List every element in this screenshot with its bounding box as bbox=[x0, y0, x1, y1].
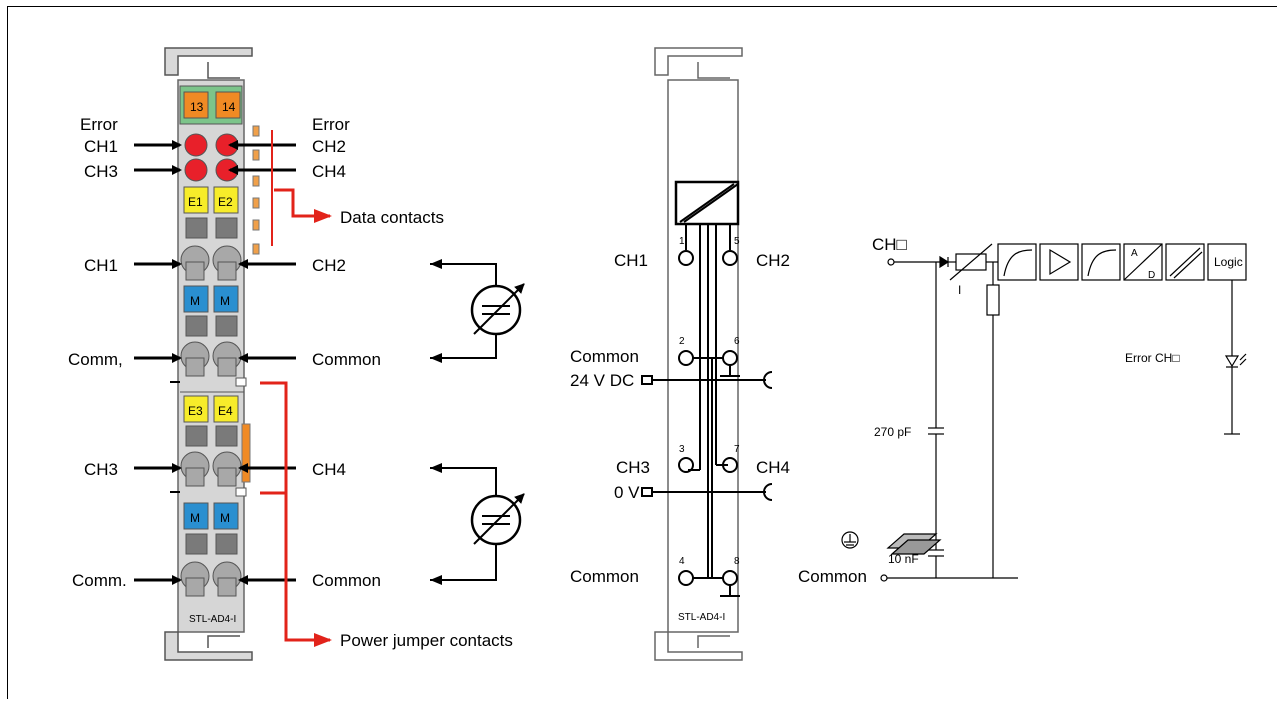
callout-lines bbox=[260, 130, 332, 647]
led-13: 13 bbox=[190, 100, 204, 114]
label-m1: M bbox=[190, 294, 200, 308]
circuit-current: I bbox=[958, 283, 961, 297]
label-m4: M bbox=[220, 511, 230, 525]
label-ch1: CH1 bbox=[84, 256, 118, 275]
sch-common-top: Common bbox=[570, 347, 639, 366]
pin-4: 4 bbox=[679, 556, 685, 567]
circuit-logic: Logic bbox=[1214, 255, 1243, 269]
current-source-2 bbox=[430, 463, 525, 585]
label-comm2: Comm. bbox=[72, 571, 127, 590]
label-error-ch2-a: Error bbox=[312, 115, 350, 134]
label-e4: E4 bbox=[218, 404, 233, 418]
pin-6: 6 bbox=[734, 336, 740, 347]
circuit-c1: 270 pF bbox=[874, 425, 911, 439]
label-m2: M bbox=[220, 294, 230, 308]
circuit-d: D bbox=[1148, 270, 1155, 281]
label-e1: E1 bbox=[188, 195, 203, 209]
label-ch2: CH2 bbox=[312, 256, 346, 275]
label-ch4: CH4 bbox=[312, 460, 346, 479]
circuit-input: CH□ bbox=[872, 235, 907, 254]
circuit-error: Error CH□ bbox=[1125, 351, 1180, 365]
terminal-module: 13 14 E1 E2 M M bbox=[164, 47, 260, 661]
circuit-c2: 10 nF bbox=[888, 552, 919, 566]
module-schematic bbox=[641, 47, 773, 661]
sch-common-bottom: Common bbox=[570, 567, 639, 586]
label-e2: E2 bbox=[218, 195, 233, 209]
label-common2: Common bbox=[312, 571, 381, 590]
module-name: STL-AD4-I bbox=[189, 614, 236, 625]
label-power-jumper: Power jumper contacts bbox=[340, 631, 513, 650]
pin-2: 2 bbox=[679, 336, 685, 347]
label-ch3: CH3 bbox=[84, 460, 118, 479]
diagram-frame bbox=[7, 6, 1277, 699]
label-error-ch1-b: CH1 bbox=[84, 137, 118, 156]
input-circuit bbox=[841, 243, 1247, 582]
label-ch3-led: CH3 bbox=[84, 162, 118, 181]
sch-ch2: CH2 bbox=[756, 251, 790, 270]
pin-8: 8 bbox=[734, 556, 740, 567]
terminal-arrows bbox=[134, 140, 296, 585]
sch-name: STL-AD4-I bbox=[678, 612, 725, 623]
label-e3: E3 bbox=[188, 404, 203, 418]
sch-ch3: CH3 bbox=[616, 458, 650, 477]
label-comm1: Comm, bbox=[68, 350, 123, 369]
circuit-a: A bbox=[1131, 248, 1138, 259]
label-data-contacts: Data contacts bbox=[340, 208, 444, 227]
pin-1: 1 bbox=[679, 236, 685, 247]
label-ch4-led: CH4 bbox=[312, 162, 346, 181]
current-source-1 bbox=[430, 259, 525, 363]
pin-7: 7 bbox=[734, 444, 740, 455]
sch-0v: 0 V bbox=[614, 483, 640, 502]
label-error-ch2-b: CH2 bbox=[312, 137, 346, 156]
sch-24vdc: 24 V DC bbox=[570, 371, 634, 390]
label-m3: M bbox=[190, 511, 200, 525]
sch-ch4: CH4 bbox=[756, 458, 790, 477]
pin-5: 5 bbox=[734, 236, 740, 247]
pin-3: 3 bbox=[679, 444, 685, 455]
label-common1: Common bbox=[312, 350, 381, 369]
label-error-ch1-a: Error bbox=[80, 115, 118, 134]
led-14: 14 bbox=[222, 100, 236, 114]
circuit-common: Common bbox=[798, 567, 867, 586]
sch-ch1: CH1 bbox=[614, 251, 648, 270]
